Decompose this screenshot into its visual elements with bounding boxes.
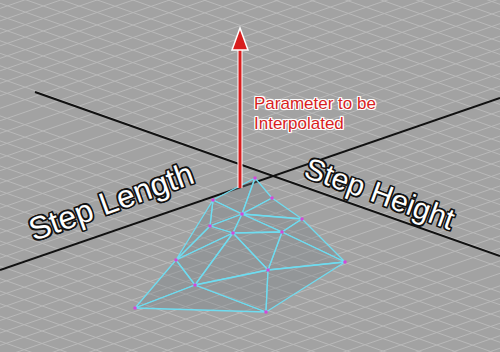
mesh-vertex (174, 258, 178, 262)
mesh-vertex (208, 224, 212, 228)
grid-line (0, 85, 500, 352)
mesh-triangle (176, 200, 213, 260)
grid-line (0, 53, 500, 352)
grid-line (0, 66, 500, 352)
arrow-head (232, 28, 248, 50)
grid-line (0, 15, 500, 352)
mesh-vertex (280, 230, 284, 234)
mesh-triangle (266, 262, 345, 312)
grid-line (0, 3, 500, 352)
axes (0, 92, 500, 270)
grid-line (0, 62, 500, 352)
grid-line (0, 28, 500, 352)
mesh-vertex (231, 231, 235, 235)
mesh-vertex (270, 196, 274, 200)
grid-line (0, 0, 500, 320)
mesh-vertex (343, 260, 347, 264)
grid-line (0, 43, 500, 352)
grid-line (0, 18, 500, 352)
grid-line (0, 22, 500, 352)
grid-line (0, 79, 500, 352)
step-length-axis (0, 98, 500, 270)
mesh-vertex (253, 176, 257, 180)
grid-line (0, 41, 500, 352)
grid-line (0, 72, 500, 352)
grid-line (0, 0, 500, 308)
grid-line (0, 0, 500, 339)
mesh-triangle (195, 270, 268, 312)
step-height-axis (35, 92, 500, 256)
grid-line (0, 9, 500, 352)
grid-line (0, 0, 500, 302)
grid-line (0, 68, 500, 352)
parameter-arrow (232, 28, 248, 188)
parameter-label: Parameter to be Interpolated (254, 94, 394, 134)
grid-line (0, 0, 500, 291)
mesh-vertex (266, 268, 270, 272)
mesh-triangle (233, 214, 282, 233)
grid-line (0, 0, 500, 327)
mesh-vertex (300, 217, 304, 221)
mesh-vertex (193, 283, 197, 287)
arrow-outline (238, 48, 243, 188)
grid-line (0, 0, 500, 304)
mesh-vertex (133, 306, 137, 310)
grid-line (0, 34, 500, 352)
mesh-vertex (264, 310, 268, 314)
grid-line (0, 47, 500, 352)
arrow-shaft (239, 48, 242, 188)
grid-line (0, 0, 500, 314)
grid-line (0, 0, 500, 333)
grid-line (0, 60, 500, 352)
mesh-vertex (211, 198, 215, 202)
mesh-vertex (240, 212, 244, 216)
